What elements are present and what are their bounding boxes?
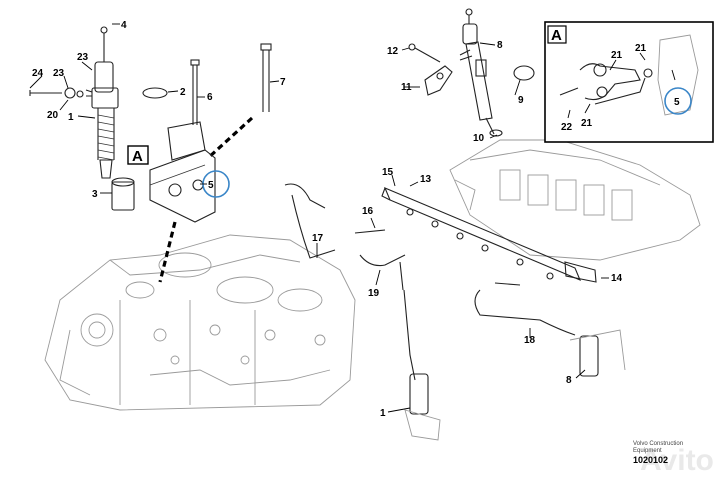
callout-14: 14 <box>611 273 623 284</box>
clamp-bracket-left <box>149 121 216 223</box>
detail-a-letter: A <box>132 148 143 165</box>
callout-22: 22 <box>561 122 573 133</box>
inset-letter: A <box>551 27 562 44</box>
callout-24: 24 <box>32 68 44 79</box>
callout-9: 9 <box>518 95 524 106</box>
watermark-text: Avito <box>640 444 714 477</box>
callout-3: 3 <box>92 189 98 200</box>
callout-17: 17 <box>312 233 324 244</box>
pipe-18 <box>474 282 576 336</box>
callout-12-inset: 21 <box>635 43 647 54</box>
leader-lines <box>29 23 676 413</box>
pipe-19-tail <box>403 289 416 381</box>
callout-12: 12 <box>387 46 399 57</box>
bolt-6 <box>190 59 200 125</box>
o-ring-9 <box>513 65 535 81</box>
footer-line-1: Volvo Construction <box>633 441 683 447</box>
callout-8b: 8 <box>566 375 572 386</box>
callout-11: 11 <box>401 82 412 93</box>
left-engine-block <box>44 234 356 411</box>
callout-8a: 8 <box>497 40 503 51</box>
callout-2: 2 <box>180 87 186 98</box>
callout-20: 20 <box>47 110 59 121</box>
callout-15: 15 <box>382 167 394 178</box>
callout-23b: 23 <box>53 68 65 79</box>
washer-10 <box>489 129 503 137</box>
lower-injector-8 <box>569 329 626 377</box>
callout-7: 7 <box>280 77 286 88</box>
callout-23a: 23 <box>77 52 89 63</box>
pipe-19 <box>359 254 406 291</box>
callout-10: 10 <box>473 133 485 144</box>
callout-13: 13 <box>420 174 432 185</box>
bolt-12 <box>408 43 441 63</box>
assembly-line-7 <box>206 116 254 160</box>
callout-5a: 5 <box>208 180 214 191</box>
fuel-rail-13 <box>381 186 597 283</box>
right-injector <box>459 8 495 135</box>
callout-21c: 21 <box>581 118 593 129</box>
callout-5b: 5 <box>674 97 680 108</box>
detail-a-inset: A <box>544 21 714 143</box>
detail-a-tag <box>127 145 149 165</box>
sleeve-3 <box>111 177 135 211</box>
clamp-11 <box>424 65 453 96</box>
pipe-17 <box>284 183 336 259</box>
callout-1a: 1 <box>68 112 74 123</box>
o-ring-2 <box>142 87 168 99</box>
right-engine-block <box>449 139 701 261</box>
callout-4: 4 <box>121 20 127 31</box>
lower-injector-1 <box>404 373 441 441</box>
bolt-7 <box>260 43 272 112</box>
bolt-16 <box>354 229 386 234</box>
callout-6: 6 <box>207 92 213 103</box>
callout-16: 16 <box>362 206 374 217</box>
assembly-line-5 <box>158 221 177 283</box>
callout-1b: 1 <box>380 408 386 419</box>
callout-18: 18 <box>524 335 536 346</box>
footer-line-2: Equipment <box>633 448 662 454</box>
left-injector <box>29 26 119 179</box>
callout-19: 19 <box>368 288 380 299</box>
document-number: 1020102 <box>633 455 668 465</box>
callout-labels: 4 23 23 24 20 1 2 3 6 7 5 8 12 11 9 10 1… <box>32 20 680 419</box>
callout-21a: 21 <box>611 50 623 61</box>
highlight-circle-5-inset <box>664 87 692 115</box>
